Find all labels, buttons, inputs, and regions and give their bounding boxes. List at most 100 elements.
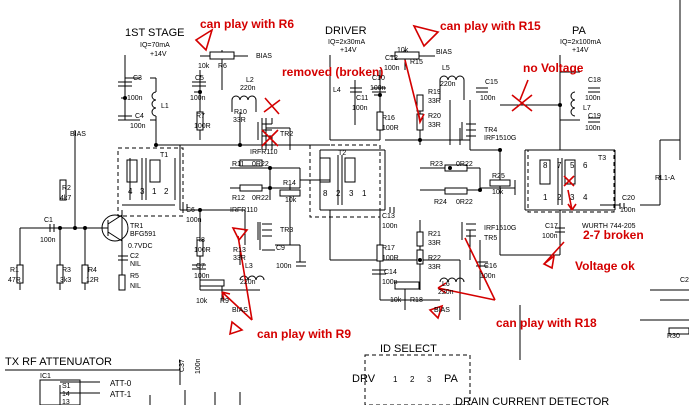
label-c20: C20 <box>622 195 635 202</box>
label-ic1: IC1 <box>40 373 51 380</box>
note-r18: can play with R18 <box>496 316 597 330</box>
label-r4v: 12R <box>86 277 99 284</box>
label-irfr-tr3: IRFR110 <box>230 207 258 214</box>
label-l4: L4 <box>333 87 341 94</box>
label-r1v: 47R <box>8 277 21 284</box>
label-r24: R24 <box>434 199 447 206</box>
tr3-marker <box>231 226 249 242</box>
label-c13: C13 <box>382 213 395 220</box>
svg-text:3: 3 <box>140 187 145 196</box>
label-bias4: BIAS <box>436 49 452 56</box>
label-l1: L1 <box>161 103 169 110</box>
label-r23v: 0R22 <box>456 161 473 168</box>
jumper-1: 1 <box>393 375 398 384</box>
label-c7: C7 <box>196 263 205 270</box>
note-removed: removed (broken) <box>282 65 383 79</box>
label-r16v: 100R <box>382 125 399 132</box>
r9-marker <box>228 320 244 336</box>
note-broken: 2-7 broken <box>583 228 644 242</box>
note-voltage-ok: Voltage ok <box>575 259 635 273</box>
label-l5v: 220n <box>440 81 456 88</box>
svg-text:4: 4 <box>583 193 588 202</box>
label-r6: R6 <box>218 63 227 70</box>
label-l3: L3 <box>245 263 253 270</box>
label-r7: R7 <box>196 113 205 120</box>
label-c6v: 100n <box>186 217 202 224</box>
label-r7v: 100R <box>194 123 211 130</box>
tr5-symbol <box>461 222 476 240</box>
label-r12v: 0R22 <box>252 195 269 202</box>
label-c14: C14 <box>384 269 397 276</box>
label-r9: R9 <box>220 298 229 305</box>
r6-marker <box>194 28 281 115</box>
tr4-symbol <box>461 122 476 140</box>
label-tr4: TR4 <box>484 127 497 134</box>
label-bfg591: BFG591 <box>130 231 156 238</box>
label-c4v: 100n <box>130 123 146 130</box>
stage-headings: 1ST STAGE IQ=70mA +14V DRIVER IQ=2x30mA … <box>125 25 601 58</box>
label-r30: R30 <box>667 333 680 340</box>
label-c5v: 100n <box>190 95 206 102</box>
label-c16: C16 <box>484 263 497 270</box>
iq-stage1-v: +14V <box>150 51 167 58</box>
label-t1: T1 <box>160 152 168 159</box>
label-r4: R4 <box>88 267 97 274</box>
label-l2: L2 <box>246 77 254 84</box>
label-r9v: 10k <box>196 298 208 305</box>
svg-text:1: 1 <box>362 189 367 198</box>
label-c37: C37 <box>179 359 186 372</box>
label-r1: R1 <box>10 267 19 274</box>
label-c1v: 100n <box>40 237 56 244</box>
label-r25v: 10k <box>492 189 504 196</box>
label-r3v: 3k3 <box>60 277 71 284</box>
label-tr3: TR3 <box>280 227 293 234</box>
label-t3: T3 <box>598 155 606 162</box>
label-c15v: 100n <box>480 95 496 102</box>
no-voltage-mark <box>511 79 533 112</box>
label-r23: R23 <box>430 161 443 168</box>
tr2-cross-mark <box>261 129 279 147</box>
label-att0: ATT-0 <box>110 379 132 388</box>
label-r22: R22 <box>428 255 441 262</box>
red-markings <box>194 24 577 336</box>
label-bias3: BIAS <box>232 307 248 314</box>
label-drv: DRV <box>352 373 376 385</box>
label-r13: R13 <box>233 247 246 254</box>
label-r24v: 0R22 <box>456 199 473 206</box>
label-c1: C1 <box>44 217 53 224</box>
label-r18v: 10k <box>390 297 402 304</box>
label-c9: C9 <box>276 245 285 252</box>
label-c4: C4 <box>135 113 144 120</box>
label-c14v: 100n <box>382 279 398 286</box>
label-r12: R12 <box>232 195 245 202</box>
label-r2v: 4k7 <box>60 195 71 202</box>
red-annotations: can play with R6 removed (broken) can pl… <box>200 17 644 341</box>
label-attenuator: TX RF ATTENUATOR <box>5 356 112 368</box>
r15-arrow <box>404 59 425 125</box>
jumper-2: 2 <box>410 375 415 384</box>
label-c37v: 100n <box>195 358 202 374</box>
label-c19: C19 <box>588 113 601 120</box>
label-c2-right: C2 <box>680 277 689 284</box>
label-irf-tr4: IRF1510G <box>484 135 516 142</box>
label-c12: C12 <box>385 55 398 62</box>
label-c9v: 100n <box>276 263 292 270</box>
label-c11v: 100n <box>352 105 368 112</box>
label-pa-select: PA <box>444 373 459 385</box>
label-att1: ATT-1 <box>110 390 132 399</box>
svg-text:8: 8 <box>543 161 548 170</box>
label-r2: R2 <box>62 185 71 192</box>
label-nil1: NIL <box>130 261 141 268</box>
label-tr1: TR1 <box>130 223 143 230</box>
label-r14v: 10k <box>285 197 297 204</box>
voltage-ok-arrow <box>542 241 565 270</box>
label-r17: R17 <box>382 245 395 252</box>
label-0-7vdc: 0.7VDC <box>128 243 153 250</box>
label-c10v: 100n <box>370 85 386 92</box>
capacitors <box>49 81 625 275</box>
r9-arrows <box>221 235 253 321</box>
pin-14: 14 <box>62 391 70 398</box>
note-no-voltage: no Voltage <box>523 61 584 75</box>
iq-pa-v: +14V <box>572 47 589 54</box>
